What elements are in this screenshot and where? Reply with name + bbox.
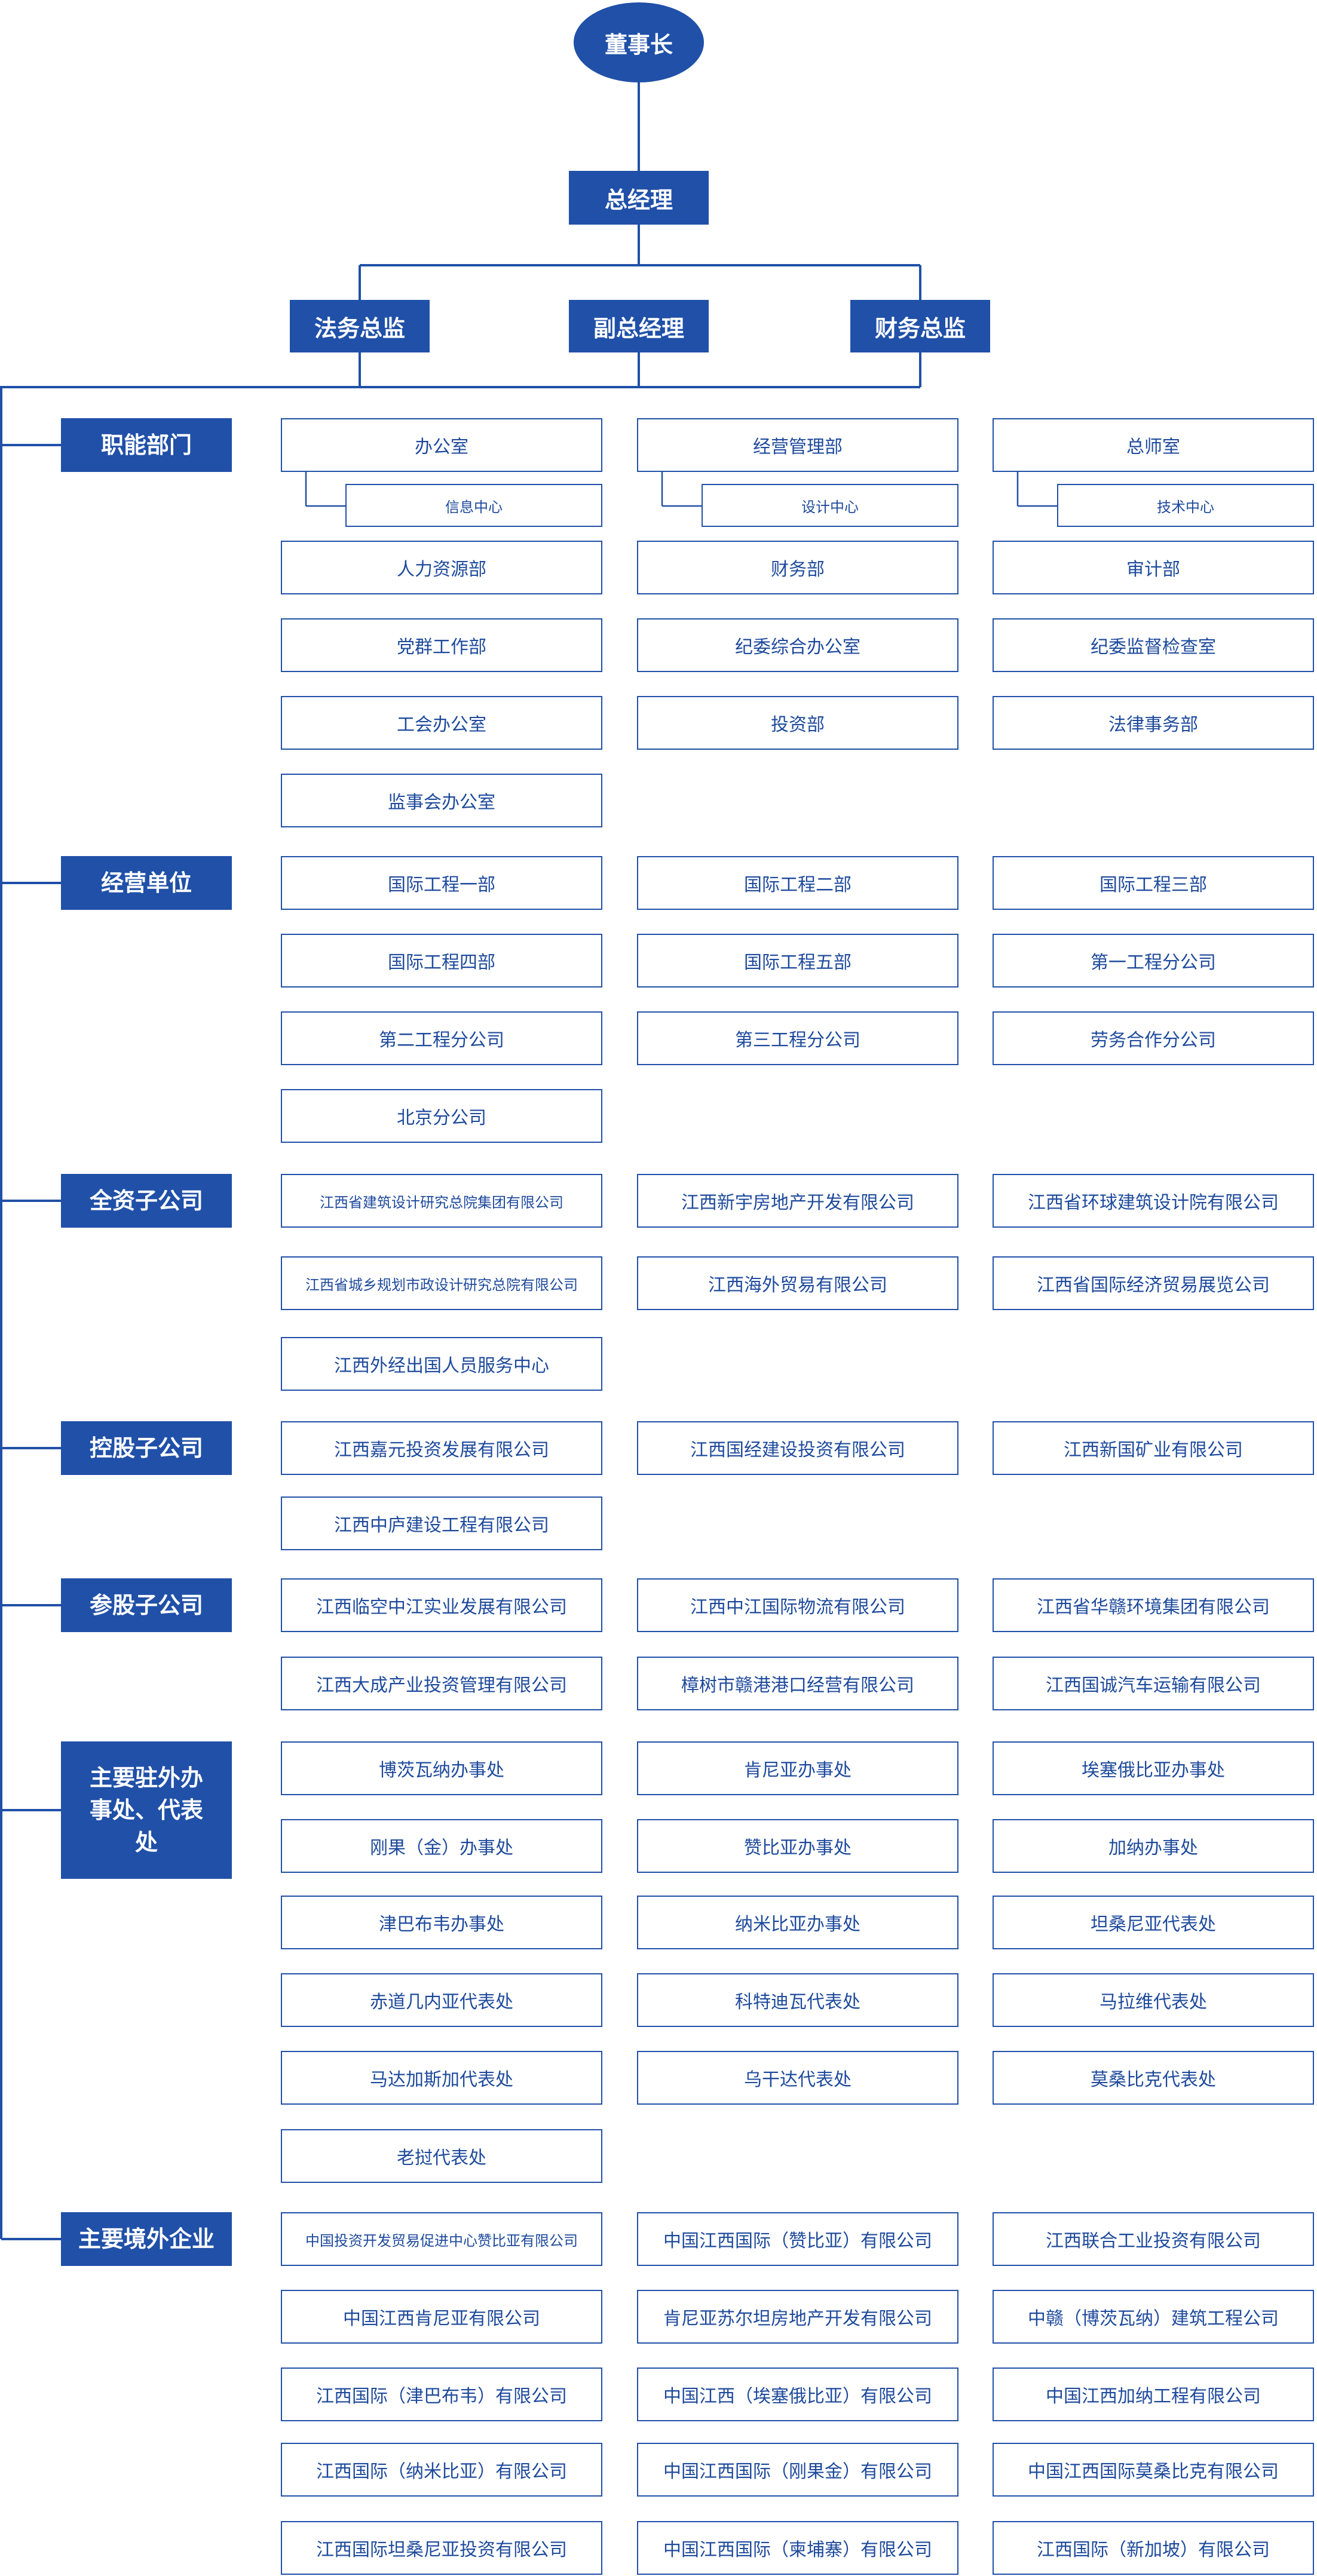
unit-box: 纳米比亚办事处 [637, 1896, 958, 1949]
general-manager-node: 总经理 [569, 171, 709, 225]
unit-box: 博茨瓦纳办事处 [281, 1741, 602, 1795]
unit-box: 莫桑比克代表处 [993, 2051, 1314, 2105]
unit-box: 纪委综合办公室 [637, 618, 958, 672]
unit-box: 刚果（金）办事处 [281, 1819, 602, 1873]
unit-box: 埃塞俄比亚办事处 [993, 1741, 1314, 1795]
unit-box: 中国江西（埃塞俄比亚）有限公司 [637, 2368, 958, 2421]
unit-box: 江西国际（新加坡）有限公司 [993, 2521, 1314, 2575]
unit-box: 江西国际坦桑尼亚投资有限公司 [281, 2521, 602, 2575]
unit-box: 中国江西肯尼亚有限公司 [281, 2290, 602, 2344]
unit-box: 办公室 [281, 418, 602, 472]
unit-box: 江西国经建设投资有限公司 [637, 1421, 958, 1475]
unit-box: 国际工程五部 [637, 934, 958, 988]
unit-box: 江西省环球建筑设计院有限公司 [993, 1174, 1314, 1228]
unit-box: 江西临空中江实业发展有限公司 [281, 1578, 602, 1632]
unit-box: 江西新宇房地产开发有限公司 [637, 1174, 958, 1228]
category-label-6: 主要驻外办事处、代表处 [61, 1741, 232, 1879]
unit-box: 中赣（博茨瓦纳）建筑工程公司 [993, 2290, 1314, 2344]
unit-box: 中国江西国际（刚果金）有限公司 [637, 2443, 958, 2497]
unit-box: 江西国际（津巴布韦）有限公司 [281, 2368, 602, 2421]
unit-box: 科特迪瓦代表处 [637, 1973, 958, 2027]
unit-box: 江西海外贸易有限公司 [637, 1256, 958, 1310]
unit-box: 投资部 [637, 696, 958, 750]
chairman-node: 董事长 [574, 2, 704, 82]
unit-box: 北京分公司 [281, 1089, 602, 1143]
legal-director-node: 法务总监 [290, 300, 430, 352]
unit-box: 樟树市赣港港口经营有限公司 [637, 1657, 958, 1710]
unit-box: 江西省华赣环境集团有限公司 [993, 1578, 1314, 1632]
unit-box: 经营管理部 [637, 418, 958, 472]
unit-box: 中国投资开发贸易促进中心赞比亚有限公司 [281, 2212, 602, 2266]
unit-box: 江西中庐建设工程有限公司 [281, 1496, 602, 1550]
unit-box: 国际工程二部 [637, 856, 958, 910]
category-label-2: 经营单位 [61, 856, 232, 910]
finance-director-node: 财务总监 [850, 300, 990, 352]
unit-box: 第三工程分公司 [637, 1011, 958, 1065]
vice-gm-node: 副总经理 [569, 300, 709, 352]
unit-box: 法律事务部 [993, 696, 1314, 750]
unit-box: 江西省国际经济贸易展览公司 [993, 1256, 1314, 1310]
category-label-7: 主要境外企业 [61, 2212, 232, 2266]
unit-box: 中国江西国际莫桑比克有限公司 [993, 2443, 1314, 2497]
unit-box: 审计部 [993, 541, 1314, 594]
unit-box: 江西外经出国人员服务中心 [281, 1337, 602, 1391]
unit-box: 劳务合作分公司 [993, 1011, 1314, 1065]
category-label-5: 参股子公司 [61, 1578, 232, 1632]
unit-box: 江西大成产业投资管理有限公司 [281, 1657, 602, 1710]
unit-box: 第一工程分公司 [993, 934, 1314, 988]
unit-box: 肯尼亚苏尔坦房地产开发有限公司 [637, 2290, 958, 2344]
unit-box: 总师室 [993, 418, 1314, 472]
unit-box: 财务部 [637, 541, 958, 594]
unit-box: 肯尼亚办事处 [637, 1741, 958, 1795]
category-label-1: 职能部门 [61, 418, 232, 472]
category-label-3: 全资子公司 [61, 1174, 232, 1228]
unit-box: 国际工程三部 [993, 856, 1314, 910]
unit-box: 江西新国矿业有限公司 [993, 1421, 1314, 1475]
unit-box: 江西省城乡规划市政设计研究总院有限公司 [281, 1256, 602, 1310]
unit-box: 国际工程一部 [281, 856, 602, 910]
unit-box: 中国江西国际（柬埔寨）有限公司 [637, 2521, 958, 2575]
unit-box: 中国江西加纳工程有限公司 [993, 2368, 1314, 2421]
unit-box: 江西国诚汽车运输有限公司 [993, 1657, 1314, 1710]
unit-box: 江西中江国际物流有限公司 [637, 1578, 958, 1632]
unit-box: 老挝代表处 [281, 2129, 602, 2183]
unit-box: 坦桑尼亚代表处 [993, 1896, 1314, 1949]
sub-unit-box: 信息中心 [345, 484, 602, 527]
unit-box: 乌干达代表处 [637, 2051, 958, 2105]
unit-box: 江西国际（纳米比亚）有限公司 [281, 2443, 602, 2497]
unit-box: 江西联合工业投资有限公司 [993, 2212, 1314, 2266]
sub-unit-box: 技术中心 [1057, 484, 1314, 527]
unit-box: 监事会办公室 [281, 774, 602, 827]
sub-unit-box: 设计中心 [702, 484, 958, 527]
unit-box: 江西嘉元投资发展有限公司 [281, 1421, 602, 1475]
unit-box: 纪委监督检查室 [993, 618, 1314, 672]
unit-box: 赞比亚办事处 [637, 1819, 958, 1873]
unit-box: 第二工程分公司 [281, 1011, 602, 1065]
unit-box: 赤道几内亚代表处 [281, 1973, 602, 2027]
unit-box: 党群工作部 [281, 618, 602, 672]
unit-box: 人力资源部 [281, 541, 602, 594]
unit-box: 津巴布韦办事处 [281, 1896, 602, 1949]
unit-box: 马达加斯加代表处 [281, 2051, 602, 2105]
unit-box: 国际工程四部 [281, 934, 602, 988]
unit-box: 工会办公室 [281, 696, 602, 750]
unit-box: 马拉维代表处 [993, 1973, 1314, 2027]
unit-box: 江西省建筑设计研究总院集团有限公司 [281, 1174, 602, 1228]
unit-box: 加纳办事处 [993, 1819, 1314, 1873]
category-label-4: 控股子公司 [61, 1421, 232, 1475]
unit-box: 中国江西国际（赞比亚）有限公司 [637, 2212, 958, 2266]
